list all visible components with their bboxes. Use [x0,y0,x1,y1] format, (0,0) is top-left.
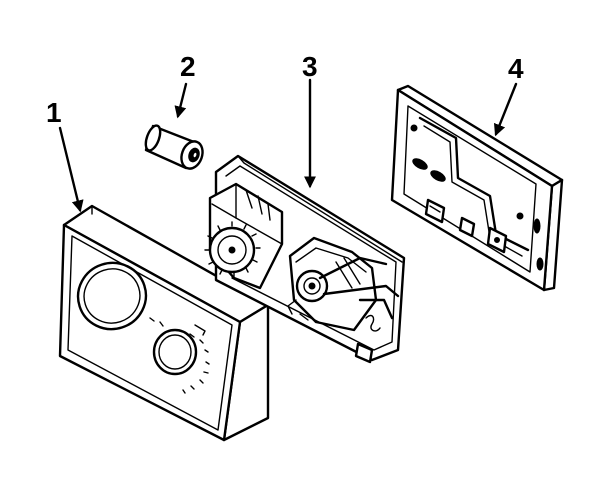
callout-3: 3 [302,51,318,82]
part-1-front-cover [58,204,270,442]
part-3-mechanism [204,154,406,364]
callout-arrows [58,78,518,213]
callout-2: 2 [180,51,196,82]
callout-4: 4 [508,53,524,84]
part-4-back-plate [390,84,564,292]
callout-1: 1 [46,97,62,128]
arrow-4 [493,82,518,137]
part-2-battery [144,124,204,170]
arrow-1 [58,126,84,213]
arrow-2 [174,82,188,119]
scale-ticks [149,317,210,394]
gear [204,221,261,278]
